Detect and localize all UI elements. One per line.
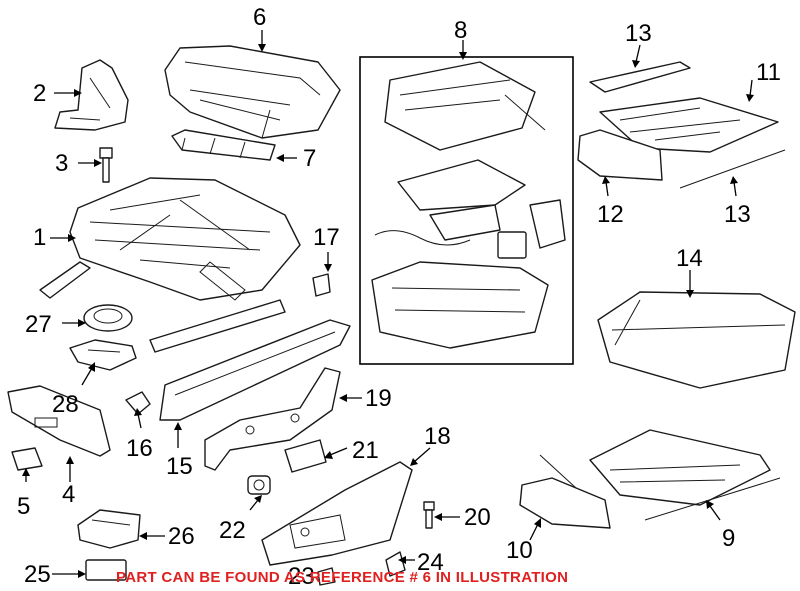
part-27-motor [83,304,133,332]
part-21-connector [284,439,327,473]
callout-2: 2 [33,80,46,107]
part-10-pad [519,477,611,529]
part-17-clip [312,273,331,297]
part-6-cushion-top [164,45,341,139]
part-26-bracket [77,509,141,549]
callout-21: 21 [352,437,379,464]
callout-27: 27 [25,311,52,338]
callout-10: 10 [506,537,533,564]
callout-16: 16 [126,435,153,462]
callout-19: 19 [365,385,392,412]
part-8-assembly [371,61,566,349]
callout-7: 7 [303,145,316,172]
callout-28: 28 [52,391,79,418]
callout-6: 6 [253,4,266,31]
callout-26: 26 [168,523,195,550]
part-14-seat-cover [597,291,796,389]
part-7-foam-pad [171,129,276,161]
callout-4: 4 [62,481,75,508]
callout-24: 24 [417,549,444,576]
part-2-bracket [54,59,129,131]
reference-note: PART CAN BE FOUND AS REFERENCE # 6 IN IL… [116,569,568,586]
part-3-bolt [99,147,113,183]
callout-12: 12 [597,201,624,228]
part-1-seat-frame [39,177,301,353]
part-16-clip [125,391,151,415]
part-9-heater-mat [539,429,781,521]
part-13-upper-strip [589,61,691,93]
callout-11: 11 [756,59,781,86]
callout-8: 8 [454,17,467,44]
callout-13-lower: 13 [724,201,751,228]
callout-13-upper: 13 [625,20,652,47]
callout-15: 15 [166,453,193,480]
callout-18: 18 [424,423,451,450]
callout-numbers: 1 2 3 4 5 6 7 8 9 10 11 12 13 13 14 15 1… [17,4,781,590]
part-13-lower-strip [679,149,786,189]
callout-3: 3 [55,150,68,177]
callout-17: 17 [313,224,340,251]
callout-20: 20 [464,504,491,531]
part-28-bracket [69,339,137,371]
part-24-trim [385,551,406,577]
part-23-clip [317,567,336,586]
part-19-bracket [204,367,341,471]
part-22-knob [247,475,271,495]
callout-1: 1 [33,224,46,251]
callout-14: 14 [676,245,703,272]
callout-5: 5 [17,493,30,520]
callout-25: 25 [24,561,51,588]
part-4-side-trim [7,385,111,457]
part-12-pad [577,129,663,181]
part-15-rail-cover [159,319,351,421]
part-5-switch [11,447,43,471]
callout-22: 22 [219,517,246,544]
callout-9: 9 [722,525,735,552]
part-18-side-cover [261,461,413,566]
part-20-screw [423,501,435,529]
leader-lines [22,30,754,578]
callout-23: 23 [288,563,315,590]
part-25-module [85,559,127,581]
part-8-assembly-box [359,56,574,365]
